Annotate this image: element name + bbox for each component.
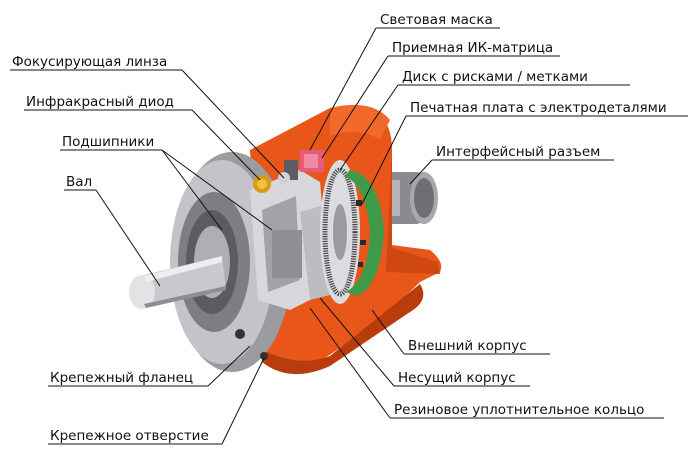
label-interface-connector: Интерфейсный разъем [436,144,600,160]
label-pcb: Печатная плата с электродеталями [410,100,667,116]
pcb-board [344,170,384,296]
label-mounting-flange: Крепежный фланец [50,370,193,386]
label-rubber-ring: Резиновое уплотнительное кольцо [394,402,644,418]
label-shaft: Вал [66,174,92,190]
leader-lines [10,27,688,445]
label-bearings: Подшипники [62,134,154,150]
label-ir-matrix: Приемная ИК-матрица [392,40,553,56]
labels: Световая маска Приемная ИК-матрица Фокус… [12,12,667,444]
label-ir-diode: Инфракрасный диод [26,94,174,110]
code-disk [320,160,360,304]
shaft-body [129,256,226,309]
label-mounting-hole: Крепежное отверстие [50,428,209,444]
label-code-disk: Диск с рисками / метками [402,69,588,85]
label-focusing-lens: Фокусирующая линза [12,54,167,70]
label-outer-housing: Внешний корпус [408,338,527,354]
label-light-mask: Световая маска [380,12,493,28]
label-bearing-housing: Несущий корпус [398,370,516,386]
encoder-illustration [129,104,442,375]
optical-components [253,150,324,193]
